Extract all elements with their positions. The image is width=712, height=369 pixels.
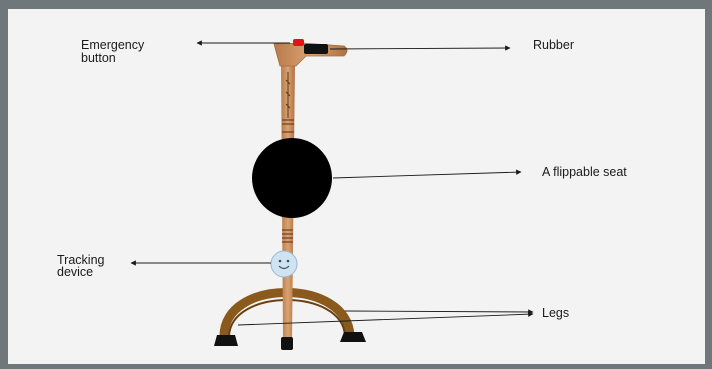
- legs-callout-line-upper: [345, 311, 533, 312]
- tracker-eye-right: [287, 260, 290, 263]
- right-foot: [340, 332, 366, 342]
- seat-callout-line: [333, 172, 521, 178]
- flippable-seat: [252, 138, 332, 218]
- red-button-icon: [293, 39, 304, 46]
- emergency-label-line2: button: [81, 52, 116, 65]
- rubber-callout-line: [330, 48, 510, 49]
- shaft-tip: [281, 337, 293, 350]
- tracker-eye-left: [279, 260, 282, 263]
- legs-callout-line-lower: [238, 314, 533, 325]
- tracking-label-line2: device: [57, 266, 93, 279]
- rubber-grip: [304, 44, 328, 54]
- smiley-face-icon: [271, 251, 297, 277]
- legs-label: Legs: [542, 307, 569, 320]
- left-foot: [214, 335, 238, 346]
- seat-label: A flippable seat: [542, 166, 627, 179]
- rubber-label: Rubber: [533, 39, 574, 52]
